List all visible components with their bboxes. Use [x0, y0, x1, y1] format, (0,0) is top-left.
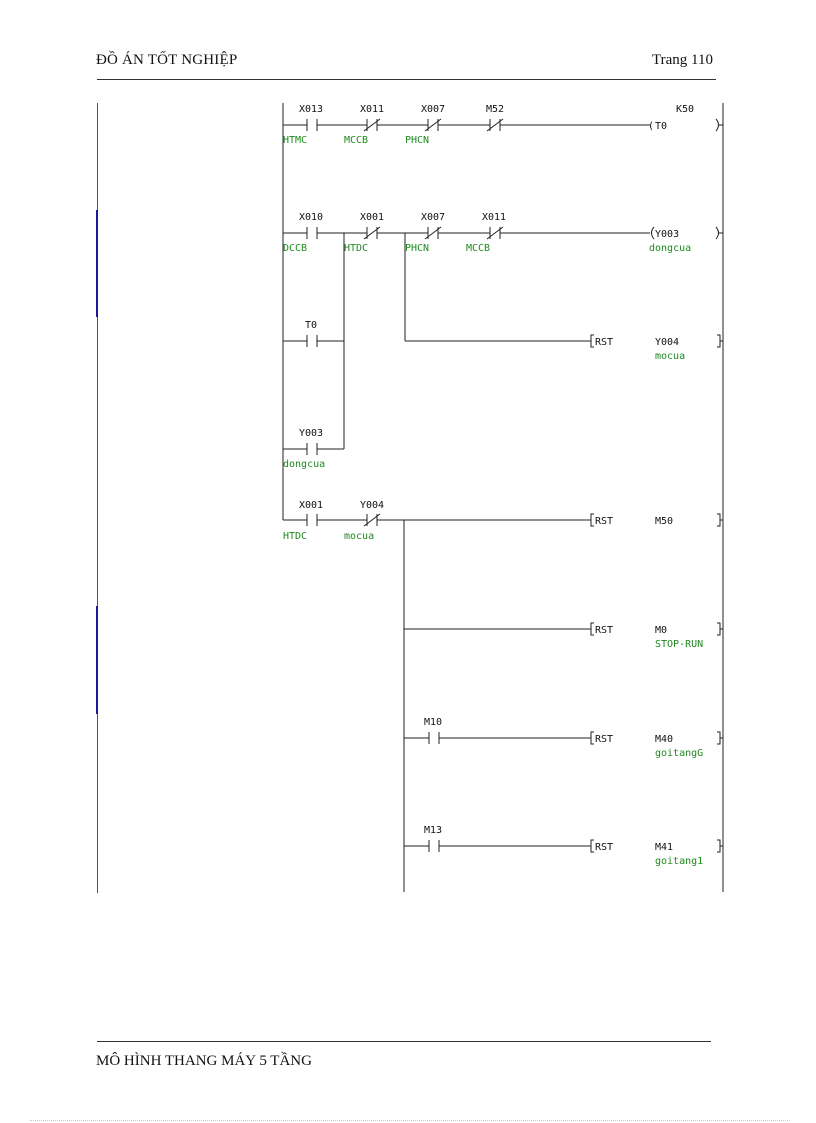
comment-label: HTDC	[344, 243, 368, 254]
instr-label: RST	[595, 734, 613, 745]
rung-3: X001 Y004 HTDC mocua RST M50 RST M0 STOP…	[283, 500, 723, 892]
rung-1: X013 X011 X007 M52 HTMC MCCB PHCN ( T0 K…	[283, 104, 723, 146]
contact-no-icon	[306, 514, 318, 526]
comment-label: HTDC	[283, 531, 307, 542]
device-label: X007	[421, 104, 445, 115]
contact-nc-icon	[363, 118, 381, 132]
instr-device: M41	[655, 842, 673, 853]
device-label: X013	[299, 104, 323, 115]
instr-device: M0	[655, 625, 667, 636]
instr-label: RST	[595, 842, 613, 853]
instr-bracket-icon	[717, 839, 721, 853]
instr-comment: mocua	[655, 351, 685, 362]
footer-rule	[97, 1041, 711, 1042]
header-title: ĐỒ ÁN TỐT NGHIỆP	[96, 52, 238, 68]
device-label: T0	[305, 320, 317, 331]
device-label: M52	[486, 104, 504, 115]
device-label: X011	[482, 212, 506, 223]
comment-label: MCCB	[344, 135, 368, 146]
instr-bracket-icon	[590, 839, 594, 853]
instr-device: M40	[655, 734, 673, 745]
device-label: X001	[299, 500, 323, 511]
instr-label: RST	[595, 625, 613, 636]
instr-bracket-icon	[590, 622, 594, 636]
page-number: Trang 110	[652, 52, 713, 68]
contact-nc-icon	[486, 118, 504, 132]
contact-no-icon	[306, 119, 318, 131]
coil-close-icon	[715, 226, 719, 240]
comment-label: DCCB	[283, 243, 307, 254]
coil-bracket: (	[648, 121, 654, 132]
coil-close-icon	[715, 118, 719, 132]
contact-no-icon	[306, 443, 318, 455]
margin-mark	[96, 210, 98, 317]
comment-label: dongcua	[283, 459, 325, 470]
contact-nc-icon	[424, 118, 442, 132]
contact-no-icon	[428, 732, 440, 744]
instr-bracket-icon	[590, 334, 594, 348]
contact-nc-icon	[486, 226, 504, 240]
footer-title: MÔ HÌNH THANG MÁY 5 TẦNG	[96, 1053, 312, 1069]
contact-no-icon	[306, 335, 318, 347]
device-label: X010	[299, 212, 323, 223]
instr-device: M50	[655, 516, 673, 527]
comment-label: PHCN	[405, 135, 429, 146]
header-rule	[97, 79, 716, 80]
contact-no-icon	[428, 840, 440, 852]
instr-comment: goitangG	[655, 748, 703, 759]
coil-device: Y003	[655, 229, 679, 240]
left-margin-line	[97, 103, 98, 893]
instr-device: Y004	[655, 337, 679, 348]
instr-label: RST	[595, 337, 613, 348]
instr-bracket-icon	[717, 513, 721, 527]
instr-bracket-icon	[717, 622, 721, 636]
instr-comment: goitang1	[655, 856, 703, 867]
coil-device: T0	[655, 121, 667, 132]
coil-open-icon	[651, 226, 655, 240]
comment-label: mocua	[344, 531, 374, 542]
coil-setting: K50	[676, 104, 694, 115]
rung-2: X010 X001 X007 X011 DCCB HTDC PHCN MCCB …	[283, 212, 723, 470]
comment-label: MCCB	[466, 243, 490, 254]
instr-bracket-icon	[590, 513, 594, 527]
instr-bracket-icon	[590, 731, 594, 745]
margin-mark	[96, 606, 98, 714]
coil-comment: dongcua	[649, 243, 691, 254]
device-label: Y003	[299, 428, 323, 439]
contact-no-icon	[306, 227, 318, 239]
contact-nc-icon	[363, 513, 381, 527]
device-label: X007	[421, 212, 445, 223]
page-edge-dotted	[30, 1120, 790, 1121]
instr-comment: STOP-RUN	[655, 639, 703, 650]
device-label: M10	[424, 717, 442, 728]
device-label: Y004	[360, 500, 384, 511]
device-label: X001	[360, 212, 384, 223]
device-label: M13	[424, 825, 442, 836]
instr-bracket-icon	[717, 334, 721, 348]
comment-label: HTMC	[283, 135, 307, 146]
contact-nc-icon	[363, 226, 381, 240]
comment-label: PHCN	[405, 243, 429, 254]
instr-label: RST	[595, 516, 613, 527]
contact-nc-icon	[424, 226, 442, 240]
instr-bracket-icon	[717, 731, 721, 745]
device-label: X011	[360, 104, 384, 115]
